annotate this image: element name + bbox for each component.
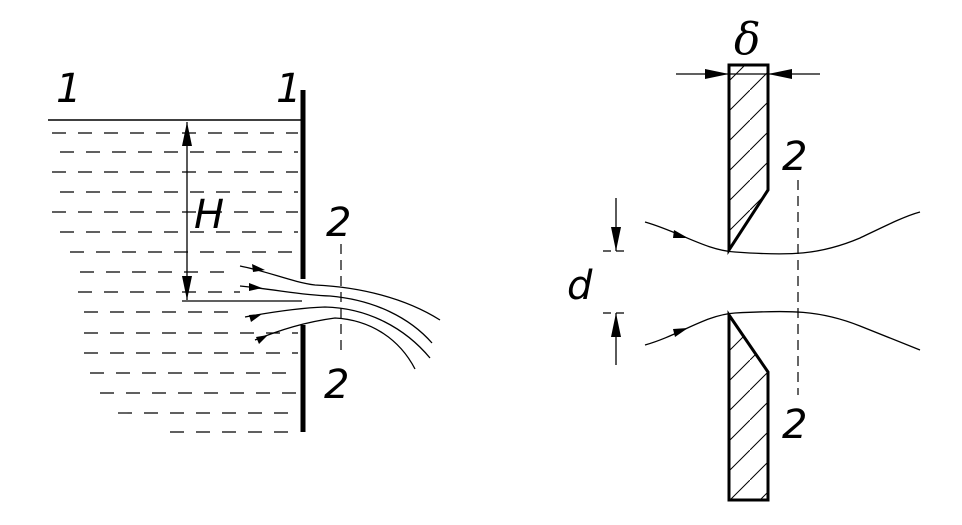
section-label-2-lower: 2 [324, 362, 349, 408]
thickness-arrow-right [768, 69, 792, 79]
section-label-1-right: 1 [276, 66, 301, 112]
right-figure: δ d 2 2 [567, 14, 921, 502]
thickness-arrow-left [705, 69, 729, 79]
diameter-arrow-bottom [611, 313, 621, 337]
liquid-dashes [52, 132, 298, 433]
jet-boundaries [644, 211, 921, 351]
section-label-2-upper-right: 2 [782, 134, 807, 180]
section-label-1-left: 1 [56, 66, 81, 112]
head-arrow-top [182, 122, 192, 146]
section-label-2-lower-right: 2 [782, 402, 807, 448]
jet-streamlines [239, 265, 441, 370]
jet-flow-arrowheads [249, 264, 268, 344]
diameter-arrow-top [611, 227, 621, 251]
thickness-label: δ [734, 14, 761, 65]
lower-wall-section [727, 310, 770, 502]
upper-wall-section [727, 63, 770, 256]
left-figure: 1 1 H 2 2 [48, 66, 441, 433]
head-label: H [194, 192, 224, 238]
jet-boundary-arrowheads [673, 230, 688, 337]
head-arrow-bottom [182, 276, 192, 300]
section-label-2-upper: 2 [326, 200, 351, 246]
diameter-label: d [567, 263, 593, 309]
